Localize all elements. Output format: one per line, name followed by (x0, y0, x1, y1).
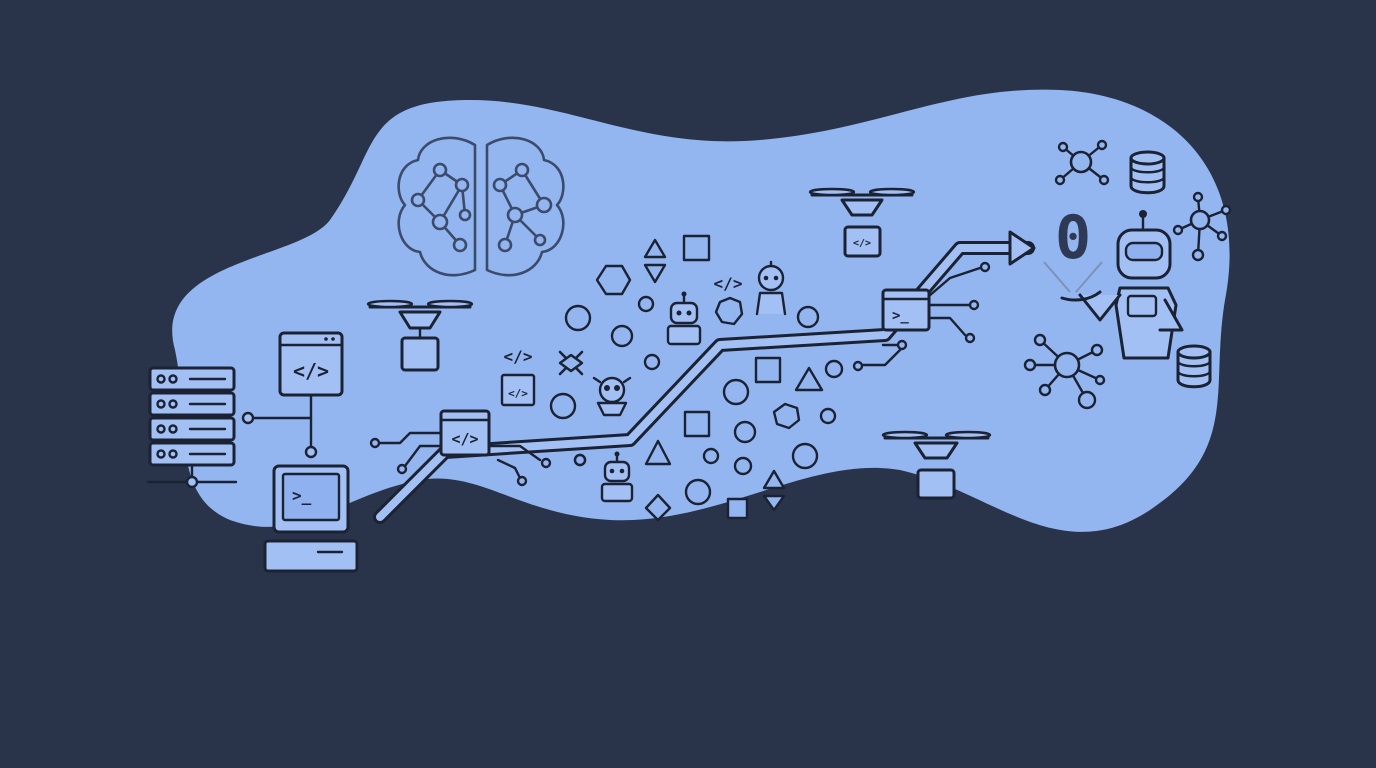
small-robot-icon-2 (755, 260, 787, 316)
background-blob (172, 89, 1230, 532)
svg-text:</>: </> (853, 238, 871, 249)
code-node-icon: </> (439, 409, 491, 457)
network-node-icon-top (1054, 139, 1110, 186)
svg-text:</>: </> (504, 347, 533, 366)
small-robot-icon-4 (600, 451, 634, 503)
scattered-shapes (549, 234, 844, 522)
network-node-icon-right (1172, 191, 1232, 262)
zero-digit: 0 (1055, 203, 1091, 273)
svg-text:>_: >_ (892, 308, 909, 324)
drone-icon-top: </> (808, 187, 916, 258)
desktop-computer-icon: >_ (263, 464, 359, 573)
drone-icon-right (881, 430, 992, 500)
small-robot-icon-1 (666, 291, 702, 346)
brain-network-icon (397, 136, 565, 277)
circuit-traces-right (852, 261, 991, 372)
connector-lines-left (241, 393, 318, 459)
small-code-icon: </> </> (500, 347, 536, 407)
terminal-node-icon: >_ (881, 288, 931, 332)
code-tag-label: </> (293, 359, 329, 383)
terminal-prompt-label: >_ (292, 486, 312, 505)
floating-code-tag: </> (714, 274, 743, 293)
svg-text:</>: </> (508, 387, 528, 400)
network-node-icon-bottom (1023, 333, 1106, 410)
drone-icon-left (366, 299, 474, 372)
small-robot-icon-3 (592, 376, 632, 417)
server-rack-icon (146, 366, 238, 489)
svg-text:</>: </> (451, 430, 478, 448)
database-icon-top (1129, 150, 1166, 195)
code-window-icon: </> (278, 331, 344, 397)
large-robot-icon: 0 (1043, 203, 1184, 360)
database-icon-bottom (1176, 344, 1212, 389)
